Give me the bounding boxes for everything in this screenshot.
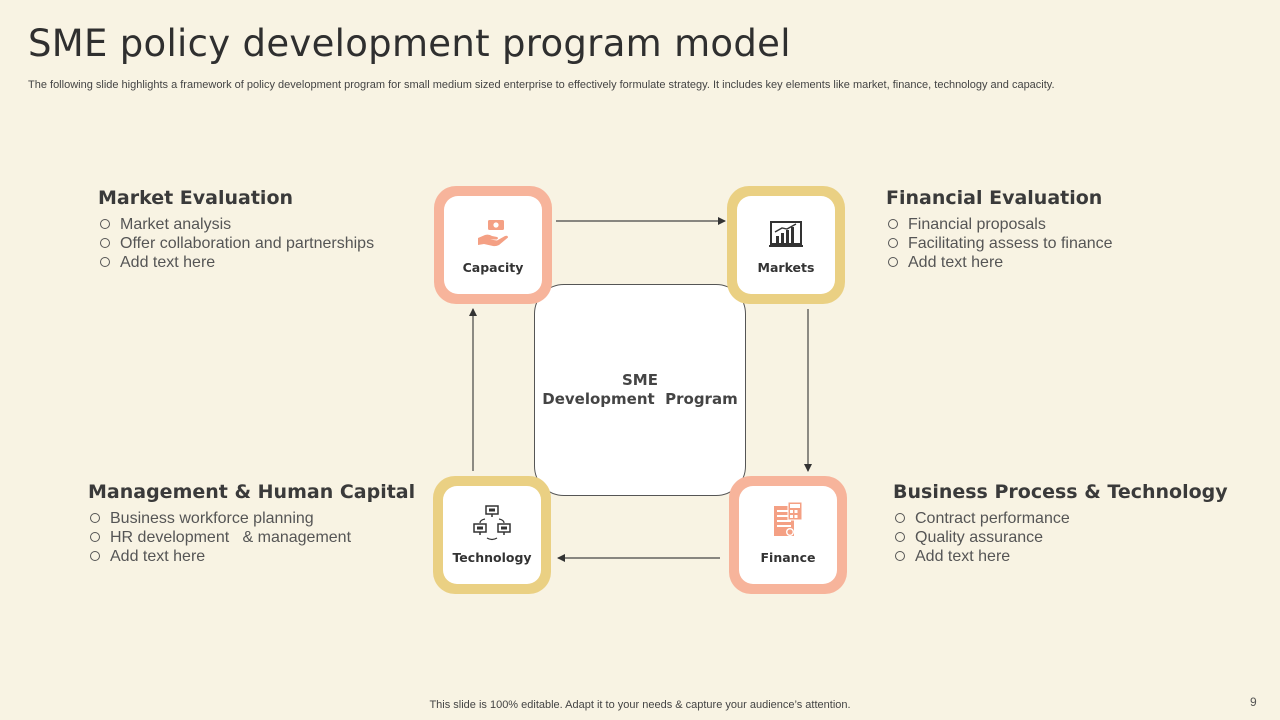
footer-note: This slide is 100% editable. Adapt it to… <box>429 699 851 711</box>
bullet-icon <box>90 513 100 524</box>
financial-evaluation-heading: Financial Evaluation <box>886 187 1103 209</box>
hand-money-icon <box>478 220 508 247</box>
list-item: Offer collaboration and partnerships <box>98 234 374 253</box>
list-item: Add text here <box>98 253 374 272</box>
market-evaluation-block: Market Evaluation Market analysis Offer … <box>98 187 374 272</box>
bar-chart-icon <box>769 221 803 247</box>
page-title: SME policy development program model <box>28 22 791 65</box>
bullet-icon <box>888 257 898 268</box>
list-item: Business workforce planning <box>88 509 415 528</box>
list-item: HR development & management <box>88 528 415 547</box>
list-item: Facilitating assess to finance <box>886 234 1113 253</box>
market-evaluation-heading: Market Evaluation <box>98 187 294 209</box>
center-line-1: SME <box>622 371 658 389</box>
management-capital-heading: Management & Human Capital <box>88 481 416 503</box>
management-capital-block: Management & Human Capital Business work… <box>88 481 415 566</box>
list-item: Add text here <box>886 253 1113 272</box>
list-item: Quality assurance <box>893 528 1228 547</box>
finance-node: Finance <box>729 476 847 594</box>
bullet-icon <box>895 551 905 562</box>
markets-node-inner: Markets <box>737 196 835 294</box>
bullet-icon <box>100 219 110 230</box>
capacity-label: Capacity <box>462 260 524 275</box>
bullet-icon <box>888 219 898 230</box>
bullet-icon <box>895 532 905 543</box>
management-capital-list: Business workforce planning HR developme… <box>88 509 415 566</box>
financial-evaluation-block: Financial Evaluation Financial proposals… <box>886 187 1113 272</box>
business-process-list: Contract performance Quality assurance A… <box>893 509 1228 566</box>
capacity-node: Capacity <box>434 186 552 304</box>
bullet-icon <box>100 238 110 249</box>
bullet-icon <box>90 551 100 562</box>
list-item: Financial proposals <box>886 215 1113 234</box>
markets-node: Markets <box>727 186 845 304</box>
market-evaluation-list: Market analysis Offer collaboration and … <box>98 215 374 272</box>
list-item: Add text here <box>88 547 415 566</box>
page-number: 9 <box>1250 695 1257 709</box>
list-item: Market analysis <box>98 215 374 234</box>
calculator-document-icon <box>774 501 803 536</box>
list-item: Add text here <box>893 547 1228 566</box>
markets-label: Markets <box>757 260 815 275</box>
business-process-block: Business Process & Technology Contract p… <box>893 481 1228 566</box>
page-subtitle: The following slide highlights a framewo… <box>28 79 1055 91</box>
finance-label: Finance <box>760 550 816 565</box>
bullet-icon <box>895 513 905 524</box>
center-program-box: SME Development Program <box>534 284 746 496</box>
center-line-2: Development Program <box>542 390 738 408</box>
technology-label: Technology <box>452 550 532 565</box>
finance-node-inner: Finance <box>739 486 837 584</box>
bullet-icon <box>888 238 898 249</box>
technology-node-inner: Technology <box>443 486 541 584</box>
list-item: Contract performance <box>893 509 1228 528</box>
business-process-heading: Business Process & Technology <box>893 481 1228 503</box>
network-computers-icon <box>473 505 511 541</box>
bullet-icon <box>90 532 100 543</box>
capacity-node-inner: Capacity <box>444 196 542 294</box>
financial-evaluation-list: Financial proposals Facilitating assess … <box>886 215 1113 272</box>
technology-node: Technology <box>433 476 551 594</box>
bullet-icon <box>100 257 110 268</box>
